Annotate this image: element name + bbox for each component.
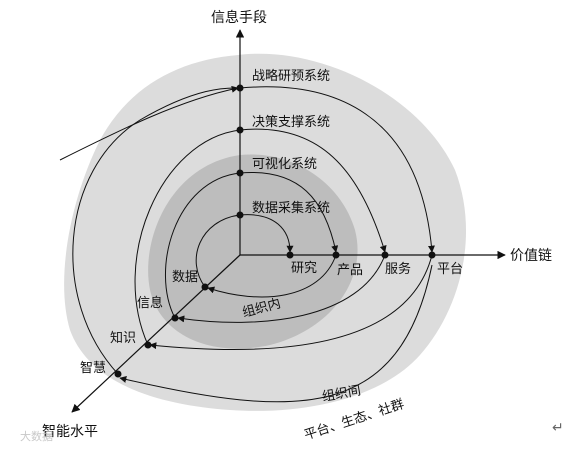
horizontal-axis-label: 价值链: [510, 248, 552, 264]
watermark-text: 大数据: [20, 429, 53, 443]
label-h-2: 产品: [337, 263, 363, 278]
label-v-3: 决策支撑系统: [252, 114, 330, 130]
connector-top: [59, 85, 239, 161]
node-d-2: [171, 314, 179, 322]
diagonal-axis-label: 智能水平: [42, 424, 98, 440]
node-h-1: [286, 251, 294, 259]
connector-mid-2: [149, 254, 433, 351]
label-d-3: 知识: [110, 330, 136, 346]
spiral-path-4: [72, 86, 435, 375]
outer-region-label-1: 组织间: [321, 383, 362, 405]
label-h-3: 服务: [385, 261, 411, 277]
node-h-2: [332, 251, 340, 259]
label-h-1: 研究: [291, 261, 317, 276]
return-mark: ↵: [552, 420, 564, 436]
label-d-4: 智慧: [80, 360, 106, 376]
inner-region: [148, 154, 358, 349]
node-v-3: [236, 126, 244, 134]
node-v-1: [236, 211, 244, 219]
label-v-4: 战略研预系统: [252, 68, 330, 84]
label-v-1: 数据采集系统: [252, 200, 330, 216]
connector-inner: [207, 254, 337, 298]
node-h-3: [381, 251, 389, 259]
label-d-1: 数据: [172, 270, 198, 285]
node-d-1: [201, 283, 209, 291]
label-d-2: 信息: [137, 295, 163, 311]
vertical-axis-label: 信息手段: [211, 9, 267, 26]
node-h-4: [428, 251, 436, 259]
label-h-4: 平台: [437, 262, 463, 277]
node-d-3: [144, 341, 152, 349]
connector-outer: [119, 264, 433, 403]
diagonal-axis: [71, 254, 241, 413]
node-v-4: [236, 84, 244, 92]
connector-mid-1: [177, 254, 386, 323]
node-d-4: [114, 370, 122, 378]
label-v-2: 可视化系统: [252, 157, 317, 172]
node-v-2: [236, 169, 244, 177]
